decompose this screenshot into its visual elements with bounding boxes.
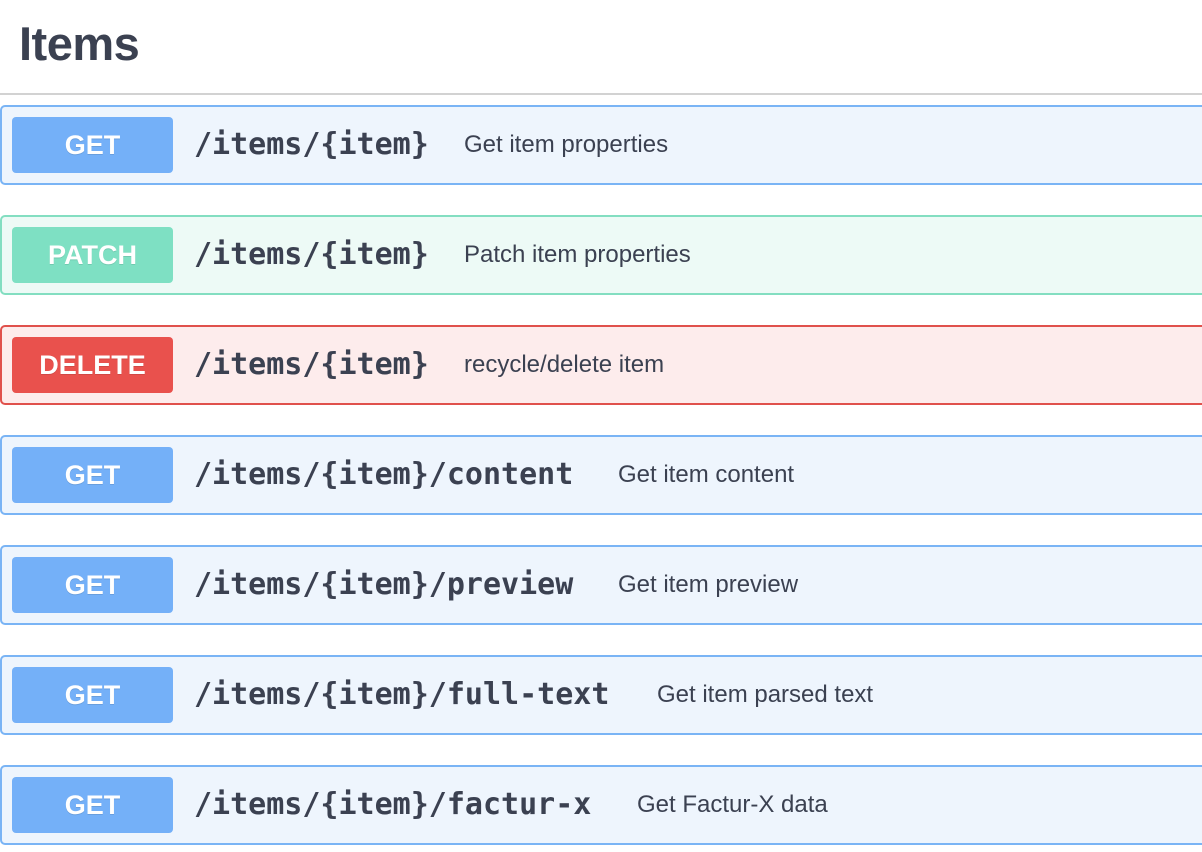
method-badge: GET bbox=[12, 557, 173, 613]
operation-path: /items/{item} bbox=[194, 347, 429, 382]
operation-path: /items/{item} bbox=[194, 127, 429, 162]
section-title: Items bbox=[19, 17, 140, 70]
operation-summary: Get item content bbox=[618, 461, 795, 488]
method-badge: PATCH bbox=[12, 227, 173, 283]
operation-summary: Get item properties bbox=[464, 131, 669, 158]
method-badge: GET bbox=[12, 667, 173, 723]
operation-summary: recycle/delete item bbox=[464, 351, 665, 378]
method-badge: DELETE bbox=[12, 337, 173, 393]
operation-path: /items/{item} bbox=[194, 237, 429, 272]
operation-summary: Get Factur-X data bbox=[637, 791, 828, 818]
operation-path: /items/{item}/preview bbox=[194, 567, 574, 602]
operation-summary: Get item preview bbox=[618, 571, 799, 598]
operation-path: /items/{item}/full-text bbox=[194, 677, 610, 712]
operation-delete-item[interactable]: DELETE /items/{item} recycle/delete item bbox=[0, 325, 1202, 405]
operation-path: /items/{item}/factur-x bbox=[194, 787, 592, 822]
section-header[interactable]: Items bbox=[0, 0, 1202, 95]
operation-patch-item[interactable]: PATCH /items/{item} Patch item propertie… bbox=[0, 215, 1202, 295]
method-badge: GET bbox=[12, 777, 173, 833]
method-badge: GET bbox=[12, 447, 173, 503]
operation-get-item[interactable]: GET /items/{item} Get item properties bbox=[0, 105, 1202, 185]
operation-summary: Patch item properties bbox=[464, 241, 691, 268]
operation-get-item-full-text[interactable]: GET /items/{item}/full-text Get item par… bbox=[0, 655, 1202, 735]
operation-summary: Get item parsed text bbox=[657, 681, 874, 708]
method-badge: GET bbox=[12, 117, 173, 173]
operation-get-item-content[interactable]: GET /items/{item}/content Get item conte… bbox=[0, 435, 1202, 515]
operation-get-item-factur-x[interactable]: GET /items/{item}/factur-x Get Factur-X … bbox=[0, 765, 1202, 845]
operation-path: /items/{item}/content bbox=[194, 457, 574, 492]
operation-get-item-preview[interactable]: GET /items/{item}/preview Get item previ… bbox=[0, 545, 1202, 625]
